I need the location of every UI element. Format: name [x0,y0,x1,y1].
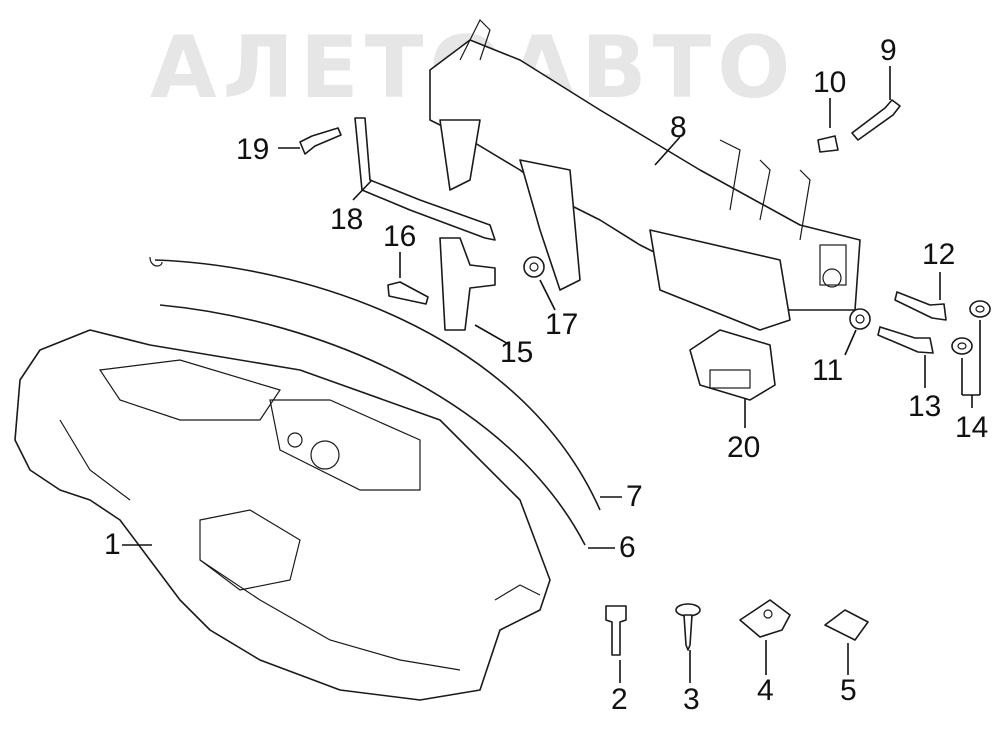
callout-2: 2 [611,683,628,716]
bracket-18 [354,117,496,241]
module-20 [689,329,776,401]
weatherstrip-7 [154,259,601,511]
clip-4 [739,599,791,638]
callout-9: 9 [880,34,897,67]
callout-17: 17 [545,308,579,341]
instrument-panel-part [14,329,551,701]
washers-14 [951,300,991,355]
cross-car-beam-part [429,18,861,331]
callout-1: 1 [104,528,121,561]
callout-3: 3 [683,683,700,716]
callout-5: 5 [840,674,857,707]
callout-18: 18 [330,203,364,236]
nut-17 [523,256,545,278]
callout-13: 13 [908,390,942,423]
screw-3 [675,603,701,651]
callout-20: 20 [727,431,761,464]
bolt-19 [299,127,342,155]
bolt-9 [851,99,901,141]
clip-5 [824,609,869,641]
bracket-15 [439,237,496,331]
callout-10: 10 [813,66,847,99]
callout-14: 14 [955,411,989,444]
callout-19: 19 [236,133,270,166]
callout-12: 12 [922,238,956,271]
bolt-16 [387,281,429,305]
nut-11 [849,308,871,330]
clip-10 [817,135,839,153]
callout-16: 16 [383,220,417,253]
callout-11: 11 [812,354,844,387]
callout-8: 8 [670,111,687,144]
callout-4: 4 [757,674,774,707]
bolt-13 [877,326,934,354]
bolt-12 [894,291,947,321]
callout-15: 15 [500,336,534,369]
leader-lines [122,66,981,683]
callout-7: 7 [626,480,643,513]
callout-6: 6 [619,531,636,564]
weatherstrip-6 [159,304,586,546]
bolt-2 [605,605,627,656]
